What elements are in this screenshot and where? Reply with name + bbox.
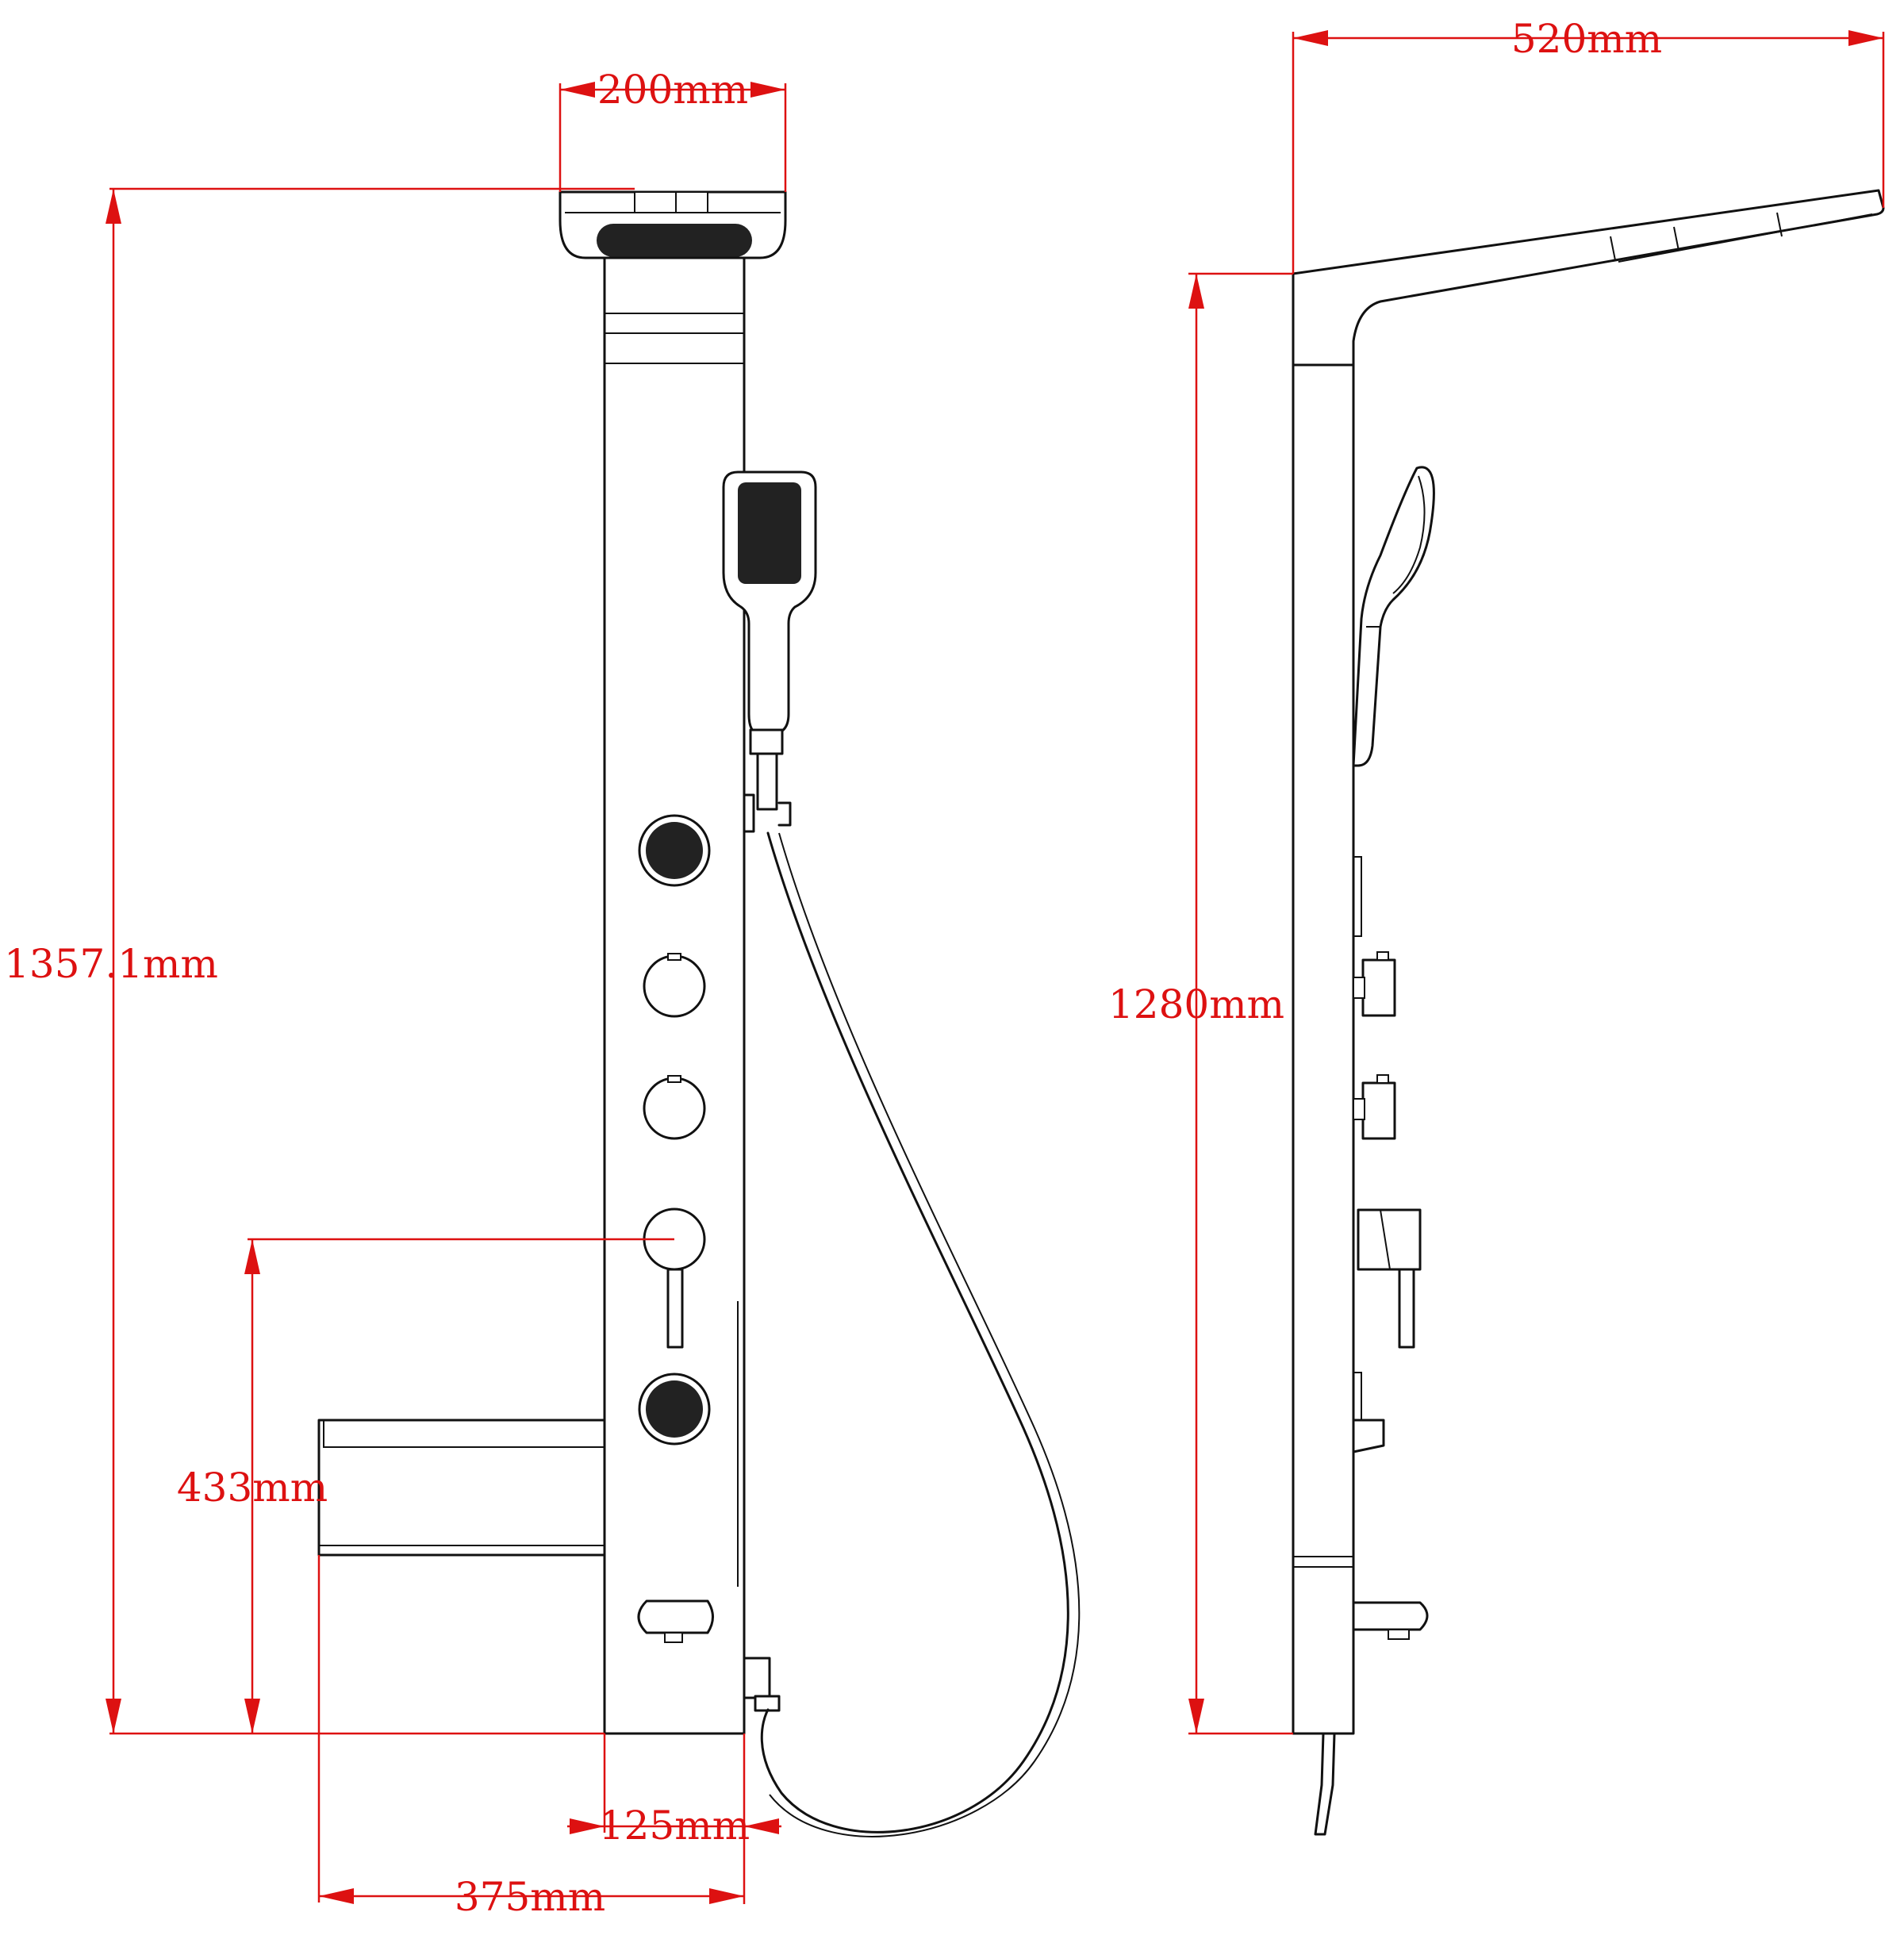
hand-shower[interactable] [1352, 466, 1435, 767]
dimension-label: 200mm [597, 67, 748, 113]
body-jet [638, 1373, 711, 1446]
dimension-shelf-span: 375mm [317, 1555, 744, 1920]
tub-spout[interactable] [637, 1599, 714, 1643]
mixer-handle[interactable] [1357, 1208, 1422, 1349]
dimension-panel-width: 125mm [567, 1734, 781, 1904]
dimension-label: 125mm [599, 1803, 750, 1849]
dimension-label: 520mm [1511, 16, 1662, 62]
dimension-arm-reach: 520mm [1292, 16, 1885, 274]
side-view [1292, 189, 1885, 1836]
shower-hose [760, 831, 1069, 1833]
body-jet [638, 814, 711, 887]
rain-shower-head [559, 190, 787, 259]
dimension-label: 1357.1mm [4, 941, 218, 987]
dimension-top-width: 200mm [559, 67, 787, 192]
inlet-pipe [1314, 1732, 1336, 1836]
diverter-knob[interactable] [643, 953, 706, 1018]
hand-shower[interactable] [722, 470, 817, 833]
overhead-arm [1292, 189, 1885, 367]
diverter-knob[interactable] [1353, 1074, 1396, 1140]
tub-spout[interactable] [1352, 1601, 1429, 1640]
dimension-total-height: 1357.1mm [4, 187, 635, 1735]
dimension-side-height: 1280mm [1108, 272, 1293, 1735]
dimension-mixer-height: 433mm [177, 1238, 674, 1734]
shelf [1352, 1419, 1385, 1453]
hose-connector [743, 1657, 781, 1712]
diverter-knob[interactable] [1353, 951, 1396, 1017]
shelf [317, 1419, 606, 1557]
front-view [317, 190, 1081, 1837]
column-panel [1292, 363, 1362, 1735]
dimension-label: 433mm [177, 1465, 328, 1511]
dimension-label: 1280mm [1108, 981, 1284, 1027]
diverter-knob[interactable] [643, 1075, 706, 1140]
dimension-label: 375mm [455, 1874, 605, 1920]
